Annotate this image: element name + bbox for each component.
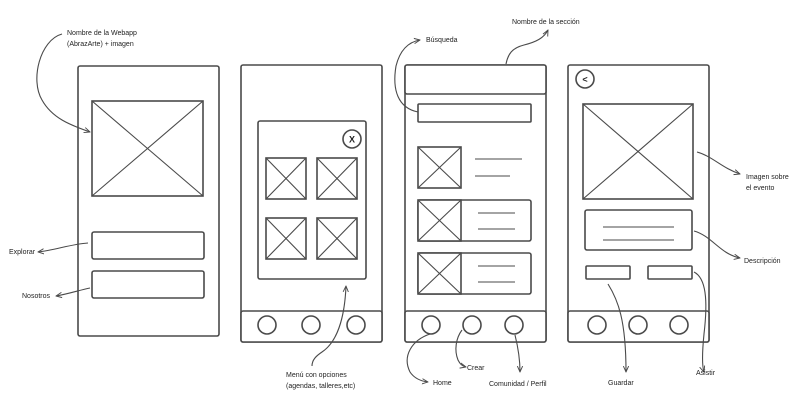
screen-landing (77, 65, 220, 337)
annotation-nosotros-text: Nosotros (22, 293, 51, 300)
annotation-explorar-text: Explorar (9, 249, 36, 256)
nav-home[interactable] (421, 315, 441, 335)
nosotros-button[interactable] (91, 270, 205, 299)
annotation-event-image-line1: Imagen sobre (746, 174, 789, 181)
bottom-nav (567, 310, 710, 343)
nav-circle[interactable] (587, 315, 607, 335)
annotation-asistir-text: Asistir (696, 370, 716, 377)
menu-option-4[interactable] (316, 217, 358, 260)
annotation-explorar: Explorar (9, 242, 89, 256)
list-item-image (417, 252, 462, 295)
screen-menu: X (240, 64, 383, 343)
annotation-crear: Crear (455, 329, 485, 372)
close-icon[interactable]: X (342, 129, 362, 149)
list-item[interactable] (417, 252, 532, 295)
screen-event-detail: < (567, 64, 710, 343)
back-icon[interactable]: < (575, 69, 595, 89)
annotation-comunidad: Comunidad / Perfil (489, 334, 547, 388)
section-header (404, 64, 547, 95)
annotation-app-name-line2: (AbrazArte) + imagen (67, 41, 134, 48)
annotation-descripcion-text: Descripción (744, 258, 781, 265)
nav-circle[interactable] (301, 315, 321, 335)
svg-text:X: X (349, 135, 355, 145)
event-image-placeholder (582, 103, 694, 200)
search-input[interactable] (417, 103, 532, 123)
guardar-button[interactable] (585, 265, 631, 280)
list-item-image (417, 199, 462, 242)
nav-crear[interactable] (462, 315, 482, 335)
menu-option-1[interactable] (265, 157, 307, 200)
annotation-busqueda: Búsqueda (394, 37, 458, 113)
annotation-busqueda-text: Búsqueda (426, 37, 458, 44)
annotation-crear-text: Crear (467, 365, 485, 372)
nav-circle[interactable] (669, 315, 689, 335)
menu-option-2[interactable] (316, 157, 358, 200)
annotation-home-text: Home (433, 380, 452, 387)
annotation-app-name: Nombre de la Webapp (AbrazArte) + imagen (36, 30, 137, 132)
asistir-button[interactable] (647, 265, 693, 280)
annotation-section-name-text: Nombre de la sección (512, 19, 580, 26)
annotation-app-name-line1: Nombre de la Webapp (67, 30, 137, 37)
list-item[interactable] (417, 146, 522, 189)
list-item-image (417, 146, 462, 189)
svg-text:<: < (582, 75, 587, 85)
annotation-menu-line1: Menú con opciones (286, 372, 347, 379)
bottom-nav (240, 310, 383, 343)
explorar-button[interactable] (91, 231, 205, 260)
annotation-menu: Menú con opciones (agendas, talleres,etc… (286, 286, 355, 390)
nav-circle[interactable] (628, 315, 648, 335)
annotation-home: Home (406, 333, 452, 387)
annotation-asistir: Asistir (693, 271, 716, 377)
nav-comunidad[interactable] (504, 315, 524, 335)
annotation-menu-line2: (agendas, talleres,etc) (286, 383, 355, 390)
annotation-event-image: Imagen sobre el evento (696, 151, 789, 192)
nav-circle[interactable] (346, 315, 366, 335)
menu-option-3[interactable] (265, 217, 307, 260)
annotation-event-image-line2: el evento (746, 185, 775, 192)
description-box (584, 209, 693, 251)
annotation-comunidad-text: Comunidad / Perfil (489, 381, 547, 388)
annotation-descripcion: Descripción (693, 230, 781, 265)
annotation-nosotros: Nosotros (22, 287, 91, 300)
logo-image-placeholder (91, 100, 204, 197)
list-item[interactable] (417, 199, 532, 242)
nav-circle[interactable] (257, 315, 277, 335)
annotation-section-name: Nombre de la sección (505, 19, 580, 65)
bottom-nav (404, 310, 547, 343)
annotation-guardar: Guardar (607, 283, 634, 387)
annotation-guardar-text: Guardar (608, 380, 634, 387)
screen-search (404, 64, 547, 343)
